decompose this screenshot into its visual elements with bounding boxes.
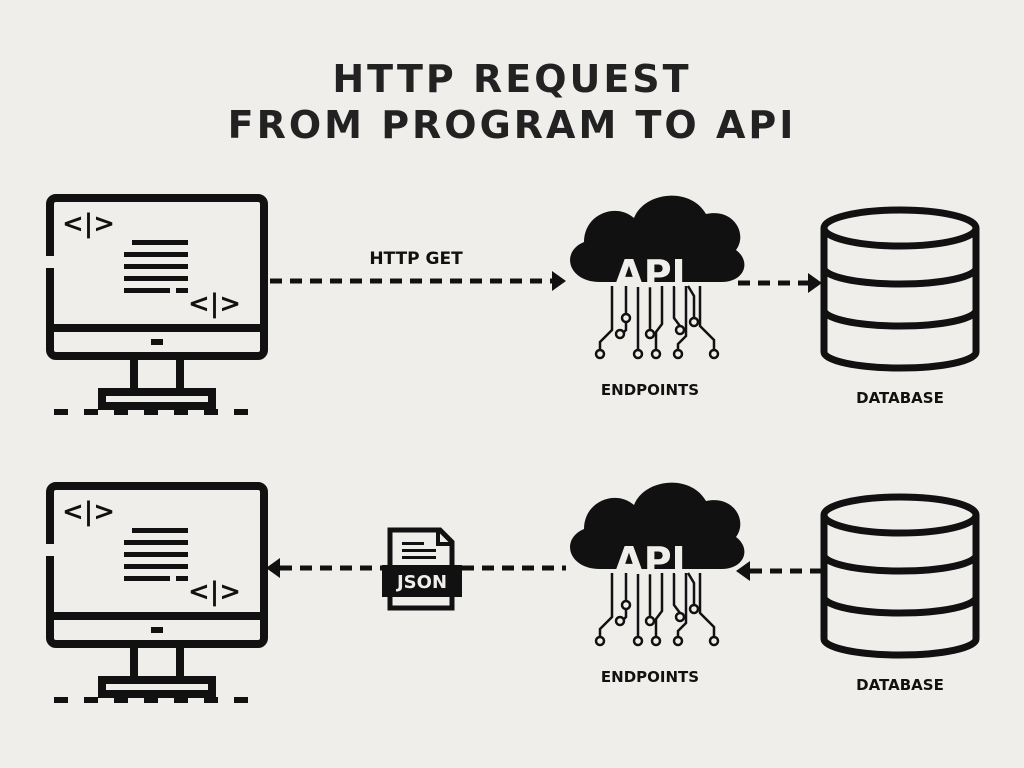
db-to-api-arrow-head — [736, 561, 750, 581]
database-label: DATABASE — [856, 389, 944, 407]
code-tag-bottom: <|> — [188, 289, 241, 319]
code-tag-top: <|> — [62, 497, 115, 527]
cloud-api-icon: API — [568, 194, 746, 360]
api-to-db-arrow-head — [808, 273, 822, 293]
diagram-title: HTTP REQUEST FROM PROGRAM TO API — [0, 56, 1024, 148]
json-document-icon: JSON — [382, 527, 462, 611]
title-line-2: FROM PROGRAM TO API — [227, 103, 797, 147]
http-get-label: HTTP GET — [369, 249, 463, 269]
response-arrow-head — [266, 558, 280, 578]
endpoints-label: ENDPOINTS — [601, 668, 699, 686]
api-label: API — [614, 252, 685, 296]
monitor-code-icon: <|> <|> — [50, 198, 264, 412]
endpoints-label: ENDPOINTS — [601, 381, 699, 399]
cloud-api-icon: API — [568, 481, 746, 647]
response-row: <|> <|> JSON API ENDPOINTS DATABASE — [50, 483, 976, 700]
database-label: DATABASE — [856, 676, 944, 694]
request-row: <|> <|> HTTP GET API ENDPOINTS DATABASE — [50, 196, 976, 412]
database-icon — [824, 497, 976, 655]
monitor-code-icon: <|> <|> — [50, 486, 264, 700]
api-label: API — [614, 539, 685, 583]
code-tag-top: <|> — [62, 209, 115, 239]
database-icon — [824, 210, 976, 368]
code-tag-bottom: <|> — [188, 577, 241, 607]
title-line-1: HTTP REQUEST — [332, 57, 692, 101]
request-arrow-head — [552, 271, 566, 291]
json-label: JSON — [395, 572, 447, 593]
